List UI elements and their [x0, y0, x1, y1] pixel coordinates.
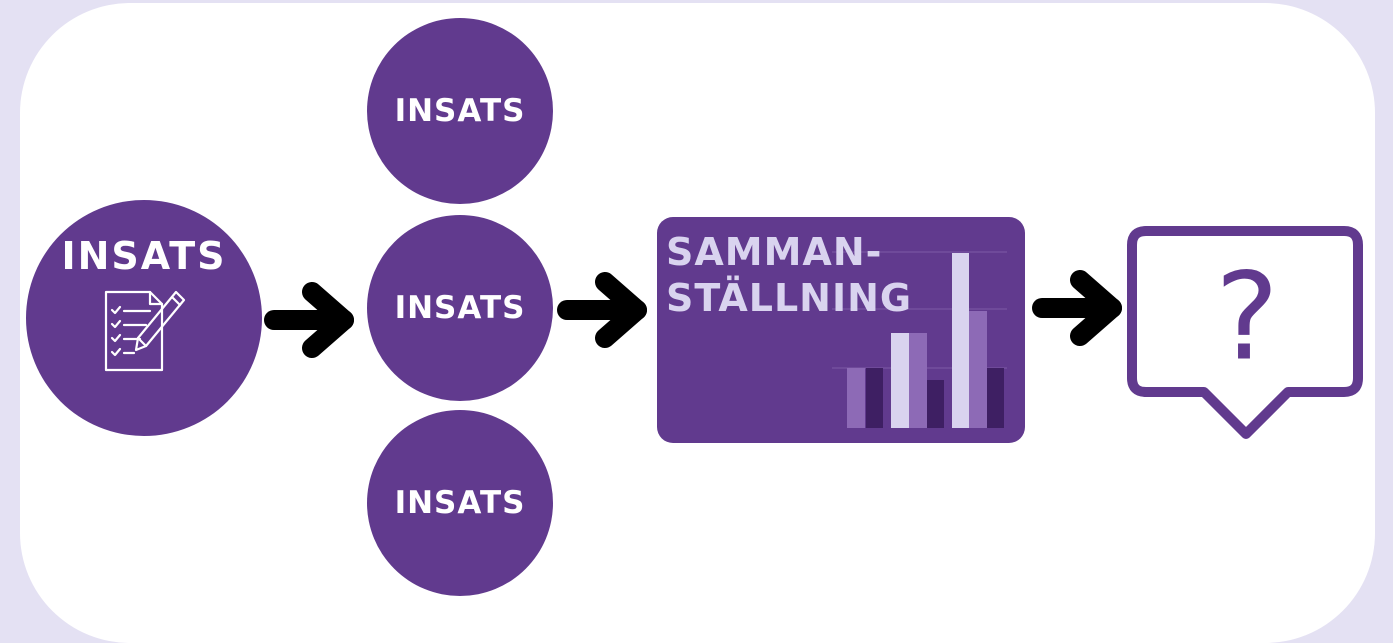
- summary-title: SAMMAN- STÄLLNING: [666, 229, 912, 321]
- summary-title-line-1: SAMMAN-: [666, 230, 883, 274]
- branch-node-label: INSATS: [394, 93, 526, 129]
- bar-chart-icon: [832, 251, 1007, 428]
- summary-title-line-2: STÄLLNING: [666, 276, 913, 320]
- start-node: INSATS: [26, 200, 262, 436]
- summary-box: SAMMAN- STÄLLNING: [657, 217, 1025, 443]
- branch-node-label: INSATS: [394, 485, 526, 521]
- branch-node-bottom: INSATS: [367, 410, 553, 596]
- arrow-right-icon: [264, 282, 354, 358]
- checklist-pen-icon: [104, 290, 186, 372]
- question-speech-bubble-icon: ?: [1127, 226, 1363, 439]
- arrow-right-icon: [1032, 270, 1122, 346]
- question-mark-symbol: ?: [1215, 249, 1279, 388]
- branch-node-top: INSATS: [367, 18, 553, 204]
- branch-node-middle: INSATS: [367, 215, 553, 401]
- arrow-right-icon: [557, 272, 647, 348]
- start-node-label: INSATS: [61, 234, 227, 278]
- branch-node-label: INSATS: [394, 290, 526, 326]
